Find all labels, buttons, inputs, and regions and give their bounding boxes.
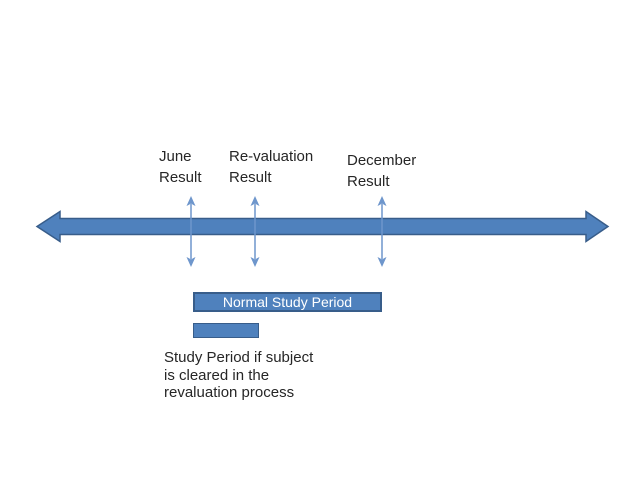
revaluation-result-label-line1: Re-valuation	[229, 148, 314, 165]
december-result-label: December Result	[347, 150, 416, 192]
study-period-caption-line3: revaluation process	[164, 384, 295, 401]
study-period-caption: Study Period if subject is cleared in th…	[164, 349, 313, 402]
december-tick-arrow	[377, 196, 387, 267]
normal-study-period-box: Normal Study Period	[193, 292, 382, 312]
june-result-label: June Result	[159, 146, 202, 188]
revaluation-study-period-box	[193, 323, 259, 338]
december-result-label-line2: Result	[347, 173, 390, 190]
timeline-double-arrow-shape	[35, 210, 610, 243]
december-result-label-line1: December	[347, 152, 417, 169]
revaluation-tick-arrow	[250, 196, 260, 267]
study-period-caption-line2: is cleared in the	[164, 366, 270, 384]
june-result-label-line2: Result	[159, 169, 202, 186]
revaluation-result-label-line2: Result	[229, 169, 272, 186]
june-result-label-line1: June	[159, 148, 192, 165]
revaluation-result-label: Re-valuation Result	[229, 146, 313, 188]
june-tick-arrow	[186, 196, 196, 267]
normal-study-period-label: Normal Study Period	[222, 294, 353, 310]
study-period-caption-line1: Study Period if subject	[164, 349, 314, 366]
